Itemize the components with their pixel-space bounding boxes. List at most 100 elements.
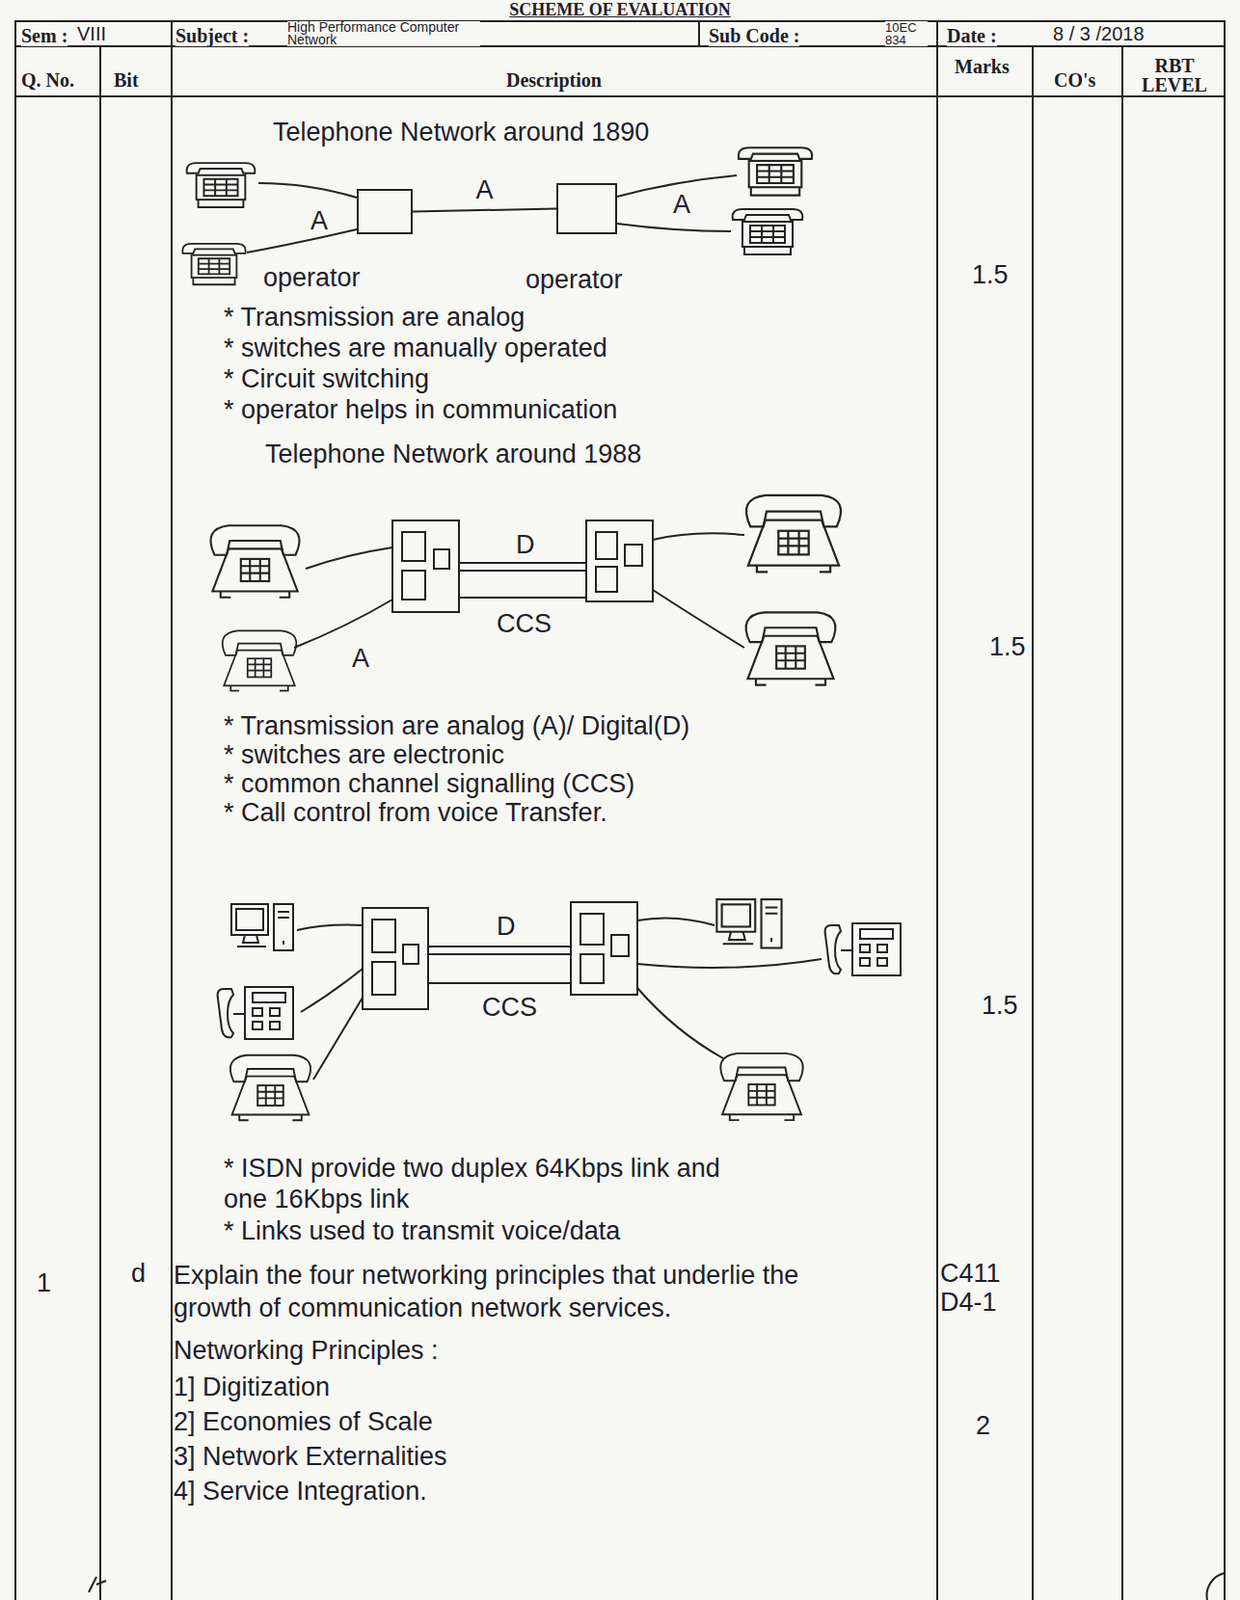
label-wrapper: 1.5 <box>981 991 1019 1021</box>
label-wrapper: 4] Service Integration. <box>173 1477 428 1507</box>
label-wrapper: Telephone Network around 1988 <box>265 439 642 469</box>
table-rule <box>1121 46 1124 1600</box>
handwritten-note: 4] Service Integration. <box>173 1477 428 1507</box>
table-rule <box>936 21 939 1600</box>
label-wrapper: * switches are manually operated <box>223 333 608 363</box>
handwritten-note: Explain the four networking principles t… <box>173 1259 878 1325</box>
wire <box>637 988 724 1059</box>
label-wrapper: 1] Digitization <box>173 1373 330 1402</box>
trunk-line <box>458 569 587 572</box>
page-circle <box>1207 1573 1225 1600</box>
handwritten-note: * switches are electronic <box>223 740 505 770</box>
label-wrapper: D <box>515 530 536 560</box>
label-wrapper: Q. No. <box>21 69 75 91</box>
switch-part <box>595 566 618 593</box>
label-wrapper: D <box>496 912 516 942</box>
handwritten-note: d <box>131 1259 146 1289</box>
handwritten-note: 1.5 <box>981 991 1019 1021</box>
label-wrapper: High Performance Computer Network <box>287 21 481 47</box>
wire <box>294 599 393 648</box>
switch-box <box>356 188 413 235</box>
switch-part <box>624 544 643 567</box>
header-cell: Sub Code : <box>708 25 800 47</box>
handwritten-note: * Transmission are analog <box>223 302 525 332</box>
handwritten-note: D <box>496 912 516 942</box>
handwritten-note: Networking Principles : <box>173 1336 439 1366</box>
label-wrapper: RBT LEVEL <box>1135 55 1214 95</box>
handwritten-note: D4-1 <box>940 1288 998 1318</box>
telephone-icon <box>182 243 245 285</box>
telephone-icon <box>230 1055 311 1121</box>
wire <box>652 590 745 648</box>
handwritten-note: * Circuit switching <box>223 364 430 394</box>
switch-part <box>580 914 604 945</box>
telephone-icon <box>211 525 300 598</box>
label-wrapper: A <box>673 189 691 219</box>
handwritten-note: 2 <box>975 1411 991 1441</box>
handwritten-note: * Transmission are analog (A)/ Digital(D… <box>223 711 690 741</box>
label-wrapper: Networking Principles : <box>173 1336 439 1366</box>
label-wrapper: * operator helps in communication <box>223 395 618 425</box>
handwritten-note: Telephone Network around 1890 <box>272 117 649 147</box>
label-wrapper: Subject : <box>175 25 249 47</box>
header-cell: CO's <box>1053 69 1096 91</box>
handwritten-note: 3] Network Externalities <box>173 1442 448 1472</box>
label-wrapper: 3] Network Externalities <box>173 1442 448 1472</box>
operator-switch: operator <box>556 183 618 260</box>
wire <box>258 183 357 198</box>
label-wrapper: Date : <box>946 25 998 47</box>
label-wrapper: 10EC 834 <box>885 21 928 47</box>
wire <box>296 925 363 931</box>
label-wrapper: CO's <box>1053 69 1096 91</box>
computer-icon <box>716 899 782 948</box>
label-wrapper: Bit <box>113 69 139 91</box>
telephone-icon <box>222 630 297 691</box>
switch-part <box>580 954 604 984</box>
header-cell: Q. No. <box>21 69 75 91</box>
table-rule <box>99 46 102 1600</box>
table-rule <box>170 21 173 1600</box>
label-wrapper: A <box>351 644 370 674</box>
table-rule <box>1031 46 1034 1600</box>
header-cell: RBT LEVEL <box>1135 55 1214 95</box>
title-wrapper: SCHEME OF EVALUATION <box>0 0 1240 20</box>
switch-box <box>392 520 459 613</box>
handwritten-note: High Performance Computer Network <box>287 21 481 47</box>
wire <box>246 229 357 253</box>
trunk-line <box>428 953 571 956</box>
table-border <box>15 21 1225 1600</box>
handwritten-note: * Links used to transmit voice/data <box>223 1216 620 1246</box>
label-wrapper: Description <box>506 69 602 91</box>
handwritten-note: A <box>673 189 691 219</box>
label-wrapper: D4-1 <box>940 1288 998 1318</box>
wire <box>652 533 745 540</box>
label-wrapper: C411 <box>940 1259 1001 1289</box>
handwritten-note: * ISDN provide two duplex 64Kbps link an… <box>223 1153 764 1215</box>
label-wrapper: CCS <box>496 609 552 639</box>
wire <box>637 917 715 926</box>
handwritten-note: * common channel signalling (CCS) <box>223 769 635 799</box>
handwritten-note: 8 / 3 /2018 <box>1052 23 1145 45</box>
label-wrapper: d <box>131 1259 146 1289</box>
table-rule <box>15 95 1225 98</box>
handwritten-note: 1.5 <box>989 632 1026 662</box>
signalling-line <box>428 982 571 985</box>
switch-part <box>372 962 396 996</box>
trunk-line <box>428 945 571 948</box>
label-wrapper: * Links used to transmit voice/data <box>223 1216 620 1246</box>
wire <box>637 959 822 969</box>
computer-icon <box>231 904 294 951</box>
telephone-icon <box>738 147 812 195</box>
wire <box>300 969 363 1013</box>
line-label: A <box>473 175 495 205</box>
handwritten-note: * Call control from voice Transfer. <box>223 798 608 828</box>
label-wrapper: 2 <box>975 1411 991 1441</box>
header-cell: Date : <box>946 25 998 47</box>
telephone-icon <box>746 495 841 573</box>
handwritten-note: D <box>515 530 536 560</box>
telephone-icon <box>732 209 804 255</box>
label-wrapper: 1 <box>36 1268 52 1298</box>
header-cell: Subject : <box>175 25 249 47</box>
handwritten-note: CCS <box>482 993 538 1023</box>
handwritten-note: 1 <box>36 1268 52 1298</box>
